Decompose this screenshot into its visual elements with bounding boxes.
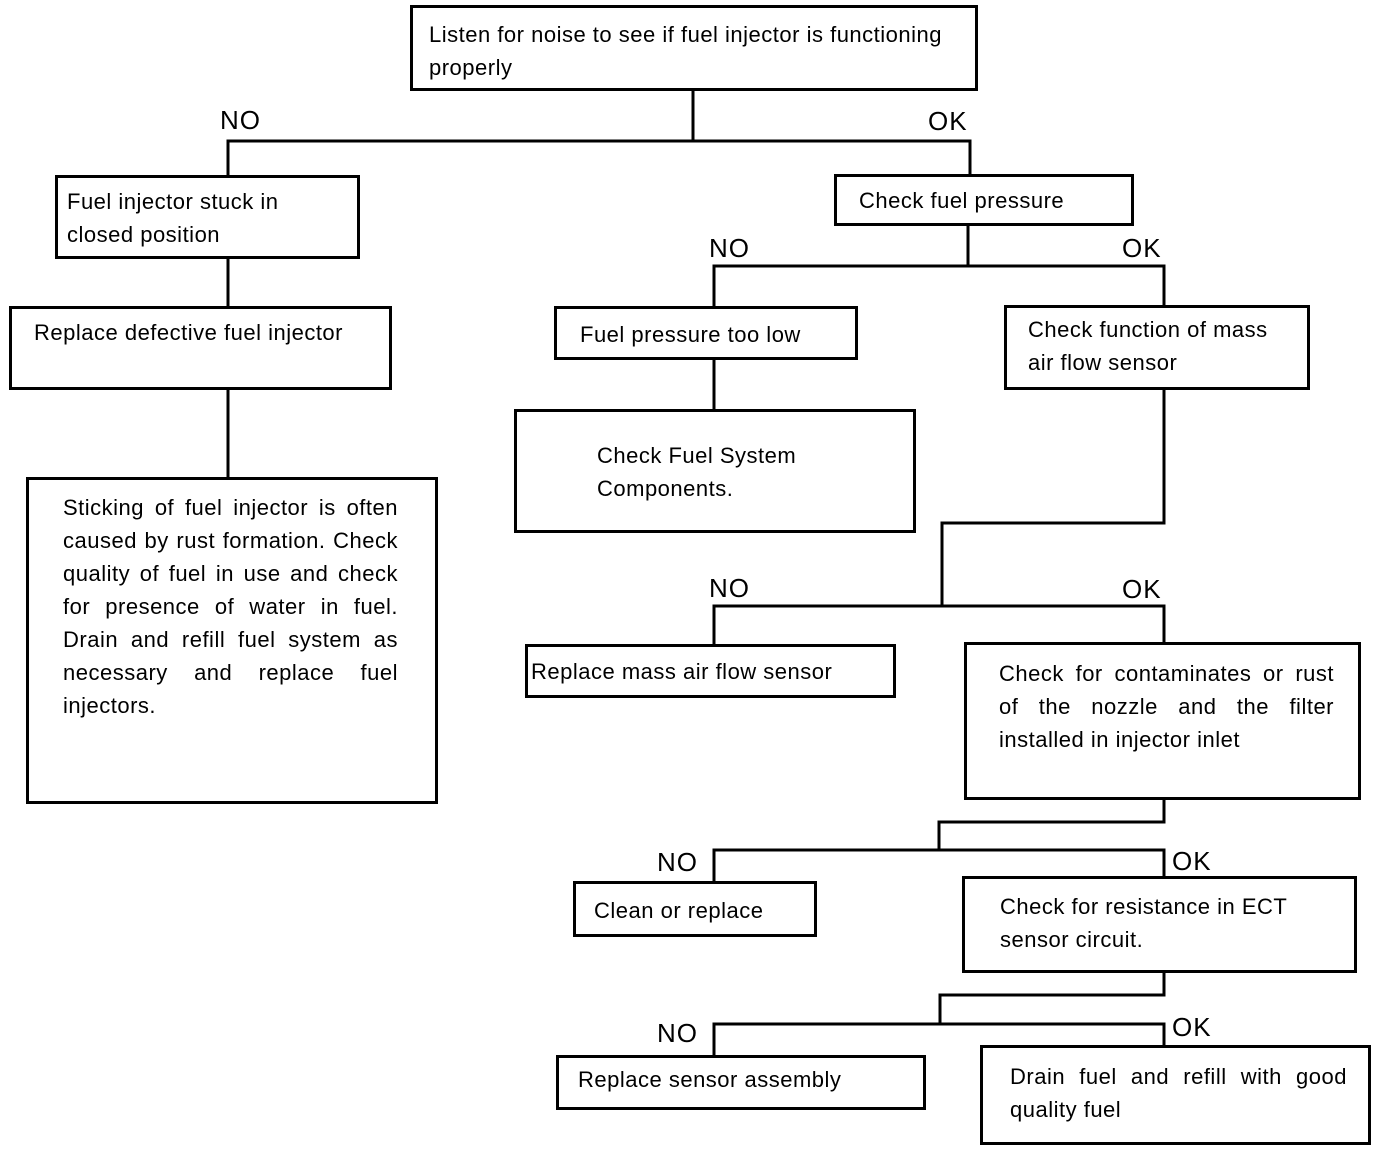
flow-box-check-maf: Check function of mass air flow sensor [1004,305,1310,390]
branch-label-ok: OK [928,106,968,136]
flow-box-check-ect: Check for resistance in ECT sensor circu… [962,876,1357,973]
connector-contaminates-branch [712,848,1166,883]
flow-box-text: Sticking of fuel injector is often cause… [63,495,398,718]
flow-box-text: Clean or replace [594,898,764,923]
flow-box-drain-refill: Drain fuel and refill with good quality … [980,1045,1371,1145]
branch-label-no: NO [709,233,750,263]
branch-label-no: NO [657,847,698,877]
branch-label-no: NO [220,105,261,135]
connector-start-branch [226,139,972,176]
connector-ect-stem [938,971,1166,1024]
flow-box-check-pressure: Check fuel pressure [834,174,1134,226]
connector-maf-stem [940,388,1166,606]
flow-box-text: Replace defective fuel injector [34,320,343,345]
flow-box-sticking-note: Sticking of fuel injector is often cause… [26,477,438,804]
flow-box-start: Listen for noise to see if fuel injector… [410,5,978,91]
flow-box-text: Replace mass air flow sensor [531,659,833,684]
flow-box-replace-sensor: Replace sensor assembly [556,1055,926,1110]
branch-label-ok: OK [1122,574,1162,604]
flow-box-text: Fuel injector stuck in closed position [67,189,279,247]
branch-label-ok: OK [1172,846,1212,876]
flow-box-stuck: Fuel injector stuck in closed position [55,175,360,259]
branch-label-ok: OK [1172,1012,1212,1042]
flow-box-text: Check fuel pressure [859,188,1065,213]
flow-box-replace-injector: Replace defective fuel injector [9,306,392,390]
branch-label-no: NO [709,573,750,603]
flow-box-replace-maf: Replace mass air flow sensor [525,644,896,698]
connector-pressure-branch [712,264,1166,306]
flow-box-text: Listen for noise to see if fuel injector… [429,22,942,80]
connector-ect-branch [712,1022,1166,1057]
flow-box-clean-replace: Clean or replace [573,881,817,937]
flow-box-text: Check for resistance in ECT sensor circu… [1000,894,1287,952]
branch-label-no: NO [657,1018,698,1048]
connector-maf-branch [712,604,1166,645]
flow-box-text: Drain fuel and refill with good quality … [1010,1064,1347,1122]
flow-box-text: Check Fuel System Components. [597,443,797,501]
flow-box-text: Check for contaminates or rust of the no… [999,661,1334,752]
flow-box-text: Replace sensor assembly [578,1067,842,1092]
flow-box-check-fuel-system: Check Fuel System Components. [514,409,916,533]
branch-label-ok: OK [1122,233,1162,263]
flow-box-text: Check function of mass air flow sensor [1028,317,1268,375]
connector-contaminates-stem [937,798,1166,850]
flow-box-text: Fuel pressure too low [580,322,801,347]
flow-box-check-contaminates: Check for contaminates or rust of the no… [964,642,1361,800]
flow-box-pressure-low: Fuel pressure too low [554,306,858,360]
